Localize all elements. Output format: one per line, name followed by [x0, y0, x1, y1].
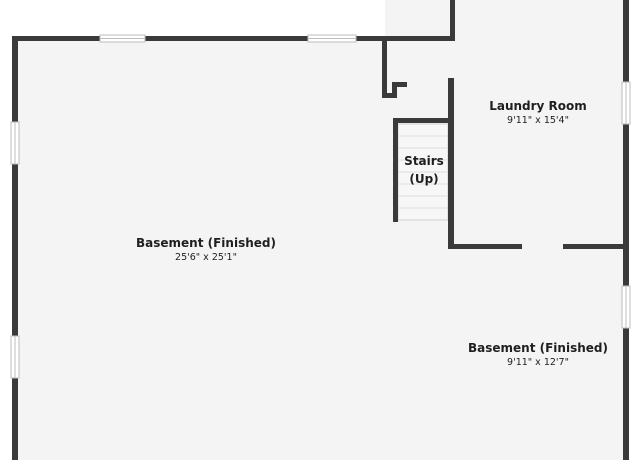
stair-treads [397, 123, 449, 221]
room-dimensions: 9'11" x 12'7" [507, 356, 569, 368]
room-label-basement-lower-right: Basement (Finished) 9'11" x 12'7" [458, 341, 618, 369]
room-label-basement-main: Basement (Finished) 25'6" x 25'1" [96, 236, 316, 264]
room-name: Basement (Finished) [136, 236, 276, 250]
floor-fill [16, 0, 628, 460]
stairs-label: Stairs [404, 154, 444, 168]
room-name: Basement (Finished) [468, 341, 608, 355]
room-label-laundry: Laundry Room 9'11" x 15'4" [468, 99, 608, 127]
windows [10, 34, 631, 379]
walls [12, 0, 629, 460]
room-label-stairs: Stairs (Up) [398, 152, 450, 188]
room-dimensions: 25'6" x 25'1" [175, 251, 237, 263]
room-dimensions: 9'11" x 15'4" [507, 114, 569, 126]
room-name: Laundry Room [489, 99, 587, 113]
stairs-direction: (Up) [409, 172, 439, 186]
